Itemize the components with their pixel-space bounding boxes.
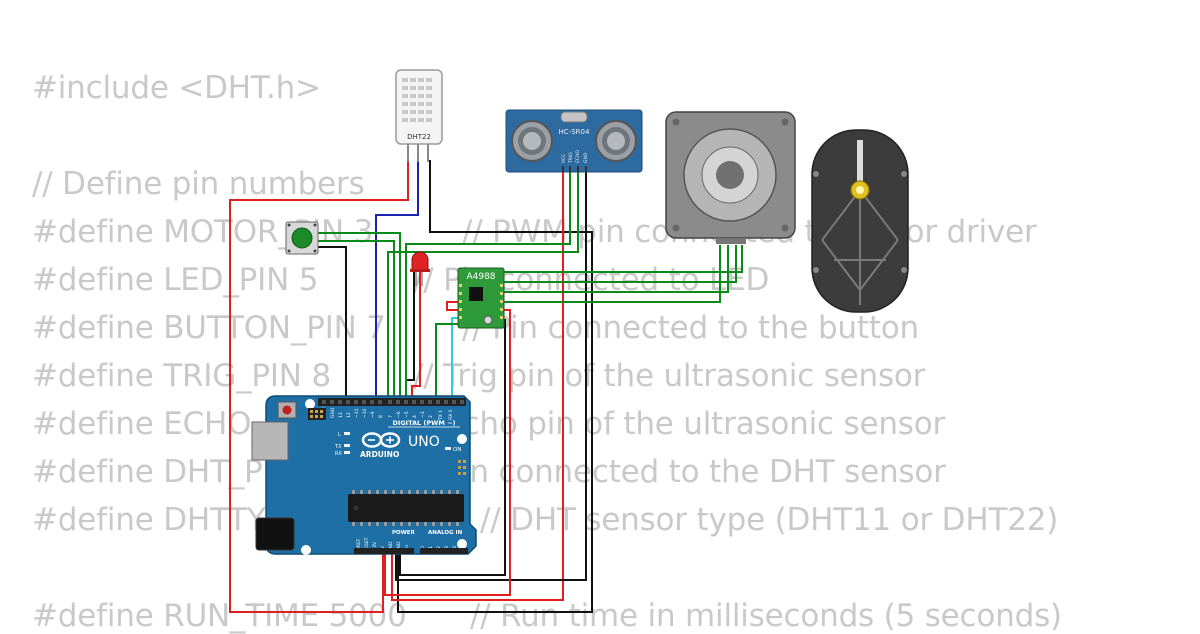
ultrasonic-label: HC-SR04 xyxy=(559,128,590,136)
usb-port xyxy=(251,421,289,461)
pin-label-ioref: IOREF xyxy=(356,538,362,552)
pin-label-2: 2 xyxy=(428,415,434,418)
code-line-include: #include <DHT.h> xyxy=(32,70,321,106)
wire-led-cathode[interactable] xyxy=(405,272,415,400)
arduino-model-label: UNO xyxy=(408,434,440,450)
wire-driver-motor-4[interactable] xyxy=(503,245,721,303)
wire-dht-vcc[interactable] xyxy=(229,160,409,613)
code-line-button: #define BUTTON_PIN 7 xyxy=(32,310,386,346)
pin-label-5: ~5 xyxy=(404,411,410,418)
code-line-led: #define LED_PIN 5 xyxy=(32,262,319,298)
wire-us-gnd[interactable] xyxy=(395,170,587,581)
wire-driver-dir[interactable] xyxy=(435,323,458,400)
pin-label-6: ~6 xyxy=(396,411,402,418)
power-header-label: POWER xyxy=(392,530,416,536)
wire-driver-step[interactable] xyxy=(451,317,458,400)
a4988-driver[interactable]: A4988 xyxy=(457,267,505,329)
code-line-button-comment: // Pin connected to the button xyxy=(462,310,920,346)
pin-label-10: ~10 xyxy=(362,408,368,418)
ultrasonic-sensor[interactable]: HC-SR04 VCC TRIG ECHO GND xyxy=(505,109,643,173)
pin-label-reset: RESET xyxy=(364,537,370,552)
pin-label-8: 8 xyxy=(378,415,384,418)
microcontroller-chip xyxy=(348,494,464,522)
wire-button-2[interactable] xyxy=(300,246,347,400)
code-line-runtime: #define RUN_TIME 5000 xyxy=(32,598,407,634)
pin-label-13: 13 xyxy=(338,412,344,418)
ultrasonic-pin-echo: ECHO xyxy=(575,150,581,163)
wire-driver-motor-2[interactable] xyxy=(503,245,737,283)
wire-driver-motor-3[interactable] xyxy=(503,245,729,293)
push-button[interactable] xyxy=(285,221,319,255)
wire-us-echo[interactable] xyxy=(387,170,579,400)
wire-us-vcc[interactable] xyxy=(391,170,564,601)
ultrasonic-pin-trig: TRIG xyxy=(568,152,574,164)
red-led[interactable] xyxy=(410,251,430,286)
dht22-label: DHT22 xyxy=(407,133,431,141)
arduino-logo-icon xyxy=(361,432,401,448)
pin-label-gnd2: GND xyxy=(396,541,402,552)
pin-label-11: ~11 xyxy=(354,408,360,418)
ultrasonic-pin-gnd: GND xyxy=(583,152,589,163)
code-line-runtime-comment: // Run time in milliseconds (5 seconds) xyxy=(470,598,1062,634)
pin-label-3: ~3 xyxy=(420,411,426,418)
wires xyxy=(229,160,743,613)
pin-label-rx0: RX 0 xyxy=(448,409,454,420)
pin-label-3v3: 3.3V xyxy=(372,541,378,552)
wire-dht-data[interactable] xyxy=(375,160,419,400)
arduino-brand-label: ARDUINO xyxy=(360,450,399,459)
code-line-dhttype-comment: // DHT sensor type (DHT11 or DHT22) xyxy=(480,502,1059,538)
driver-label: A4988 xyxy=(466,272,495,282)
code-line-trig-comment: // Trig pin of the ultrasonic sensor xyxy=(413,358,926,394)
power-jack xyxy=(255,517,295,551)
digital-header-label: DIGITAL (PWM ~) xyxy=(393,419,456,427)
pin-label-7: 7 xyxy=(388,415,394,418)
wire-button-3[interactable] xyxy=(318,240,395,400)
pin-label-tx1: TX 1 xyxy=(438,410,444,421)
pin-label-9: ~9 xyxy=(370,411,376,418)
wire-led-anode[interactable] xyxy=(411,272,421,400)
pin-label-gnd1: GND xyxy=(388,541,394,552)
pin-label-12: 12 xyxy=(346,412,352,418)
wire-button-1[interactable] xyxy=(318,232,401,400)
code-line-trig: #define TRIG_PIN 8 xyxy=(32,358,331,394)
wire-driver-motor-1[interactable] xyxy=(503,245,743,273)
analog-header-label: ANALOG IN xyxy=(428,530,463,536)
code-line-comment: // Define pin numbers xyxy=(32,166,365,202)
motor-rotor[interactable] xyxy=(811,129,909,313)
pin-label-4: 4 xyxy=(412,415,418,418)
on-label: ON xyxy=(453,447,461,453)
code-line-dht-comment: // Pin connected to the DHT sensor xyxy=(413,454,946,490)
label-tx: TX xyxy=(334,444,342,450)
wire-us-trig[interactable] xyxy=(405,170,571,400)
stepper-motor[interactable] xyxy=(665,111,796,244)
ultrasonic-pin-vcc: VCC xyxy=(561,154,567,163)
arduino-uno-board[interactable]: AREF GND 13 12 ~11 ~10 ~9 8 7 ~6 ~5 4 ~3… xyxy=(251,395,477,555)
label-l: L xyxy=(338,432,341,438)
pin-label-gnd: GND xyxy=(330,407,336,418)
dht22-sensor[interactable]: DHT22 xyxy=(395,69,443,162)
wire-driver-vdd[interactable] xyxy=(384,301,511,596)
label-rx: RX xyxy=(335,451,342,457)
